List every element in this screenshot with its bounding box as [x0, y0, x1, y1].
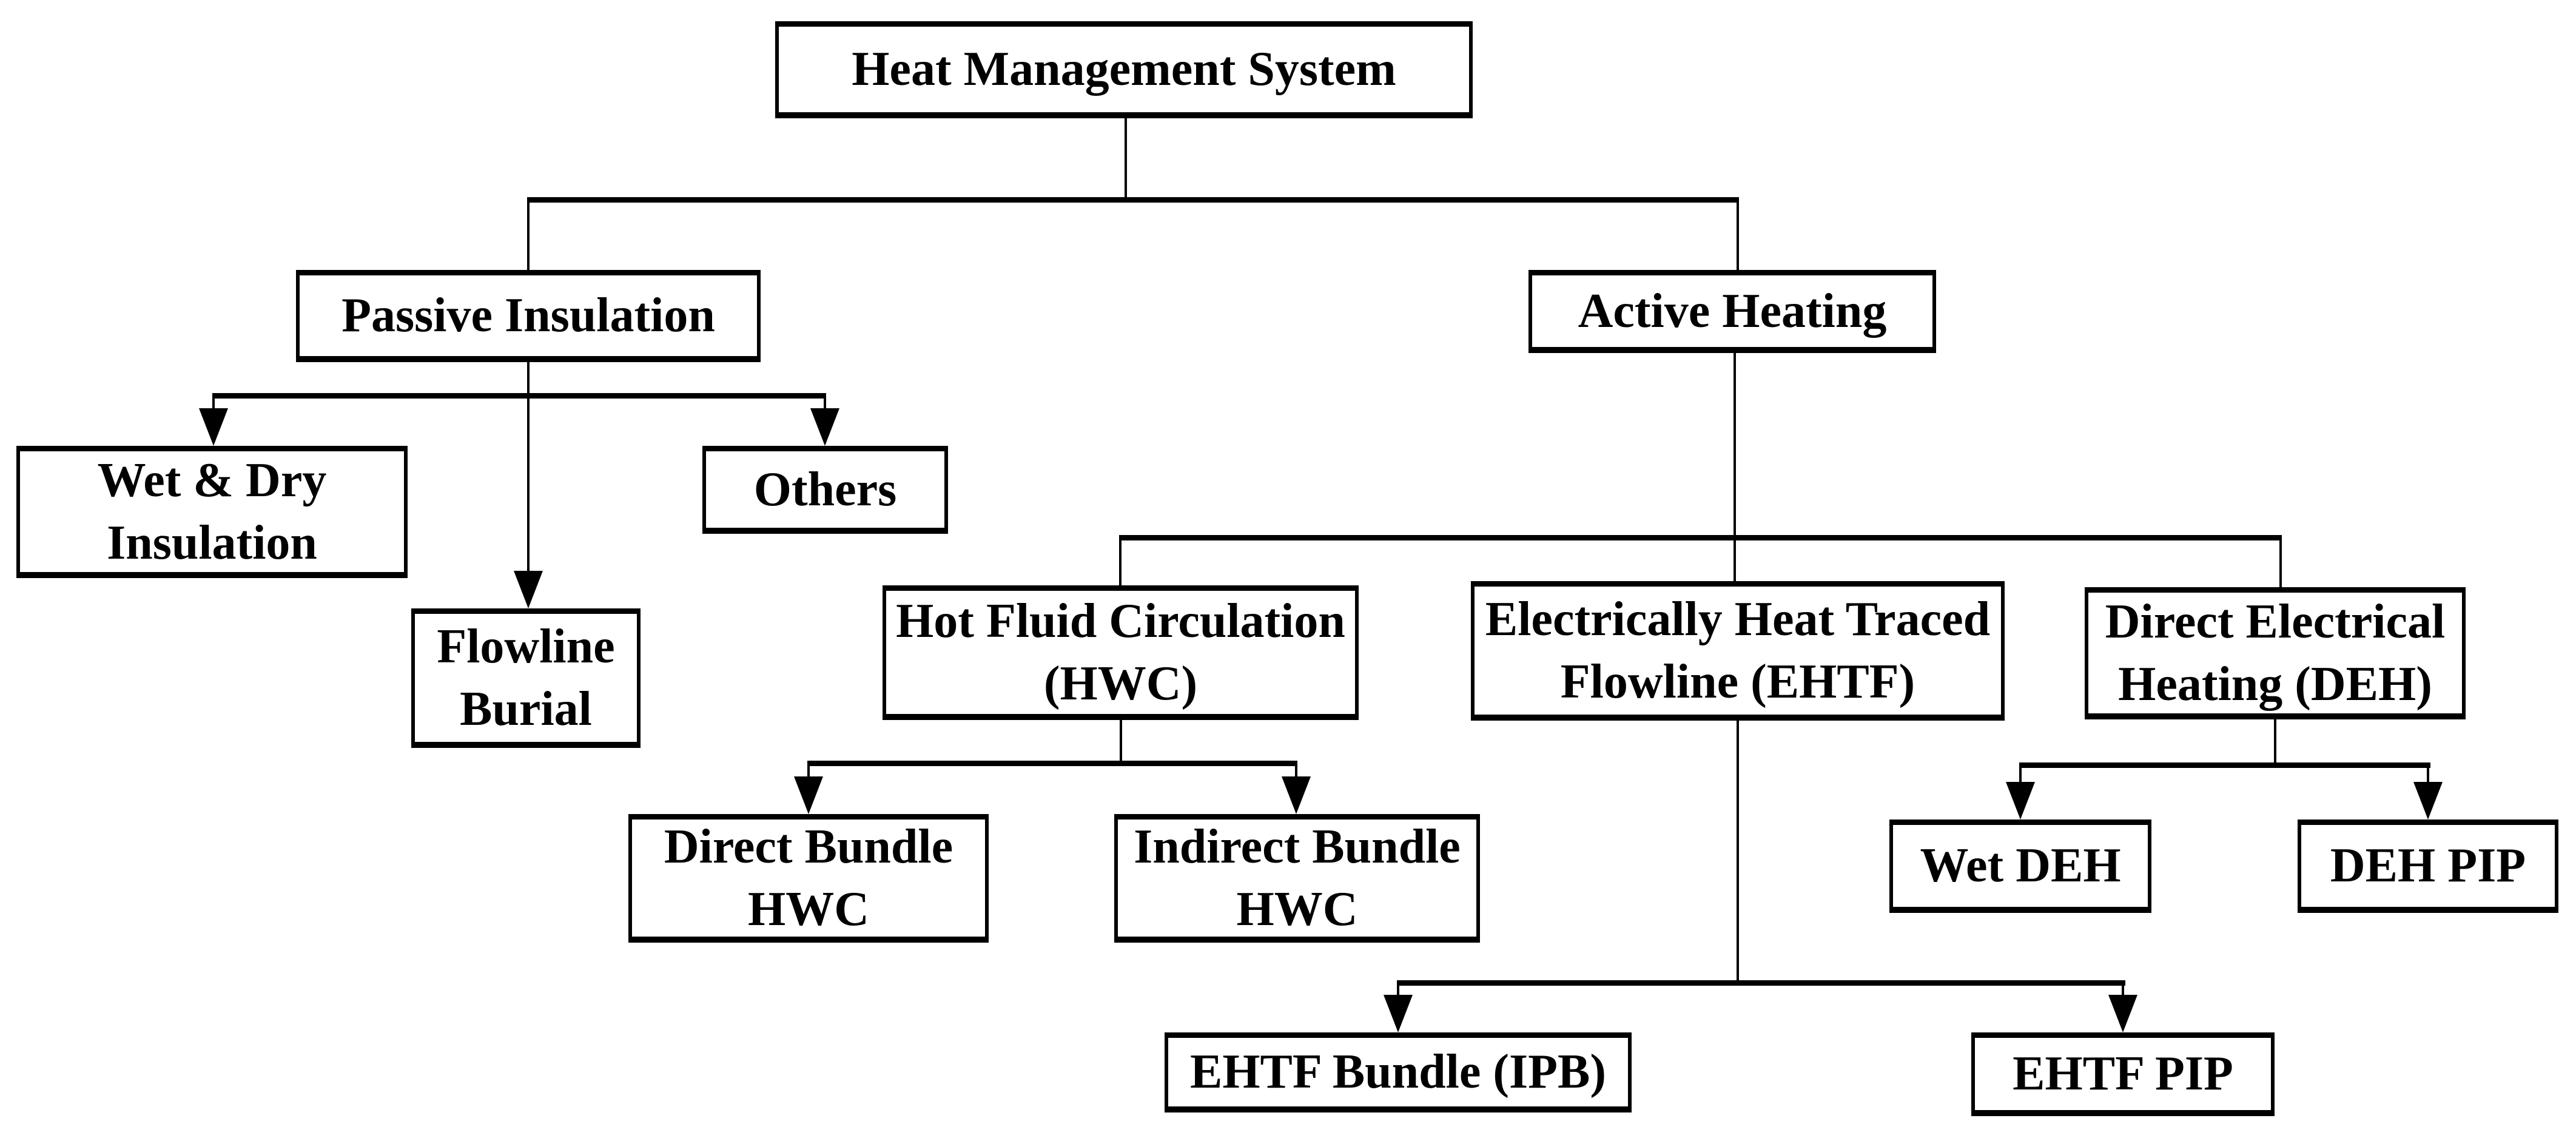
connector-active-trunk [1734, 353, 1736, 538]
node-direct-bundle-hwc: Direct Bundle HWC [628, 814, 989, 943]
arrowhead-ehtf-pip [2108, 995, 2137, 1032]
node-hot-fluid-circulation-hwc: Hot Fluid Circulation (HWC) [883, 585, 1359, 720]
arrowhead-direct-bundle [794, 776, 823, 814]
connector-hwc-trunk [1120, 720, 1122, 762]
connector-to-deh [2279, 535, 2282, 587]
connector-to-direct-bundle [807, 761, 810, 779]
node-others: Others [702, 446, 948, 534]
connector-deh-horizontal [2020, 762, 2430, 768]
connector-deh-trunk [2274, 719, 2276, 765]
connector-level1-horizontal [528, 197, 1739, 203]
connector-ehtf-horizontal [1398, 980, 2125, 986]
node-heat-management-system: Heat Management System [775, 21, 1473, 118]
connector-active-horizontal [1119, 535, 2282, 540]
arrowhead-wet-deh [2006, 782, 2035, 820]
connector-to-ehtf-pip [2122, 980, 2124, 997]
node-ehtf-bundle-ipb: EHTF Bundle (IPB) [1165, 1032, 1632, 1112]
connector-passive-trunk [527, 362, 530, 395]
node-passive-insulation: Passive Insulation [296, 270, 761, 362]
node-deh-pip: DEH PIP [2298, 820, 2558, 913]
arrowhead-ehtf-bundle [1384, 995, 1413, 1032]
arrowhead-indirect-bundle [1282, 776, 1311, 814]
connector-to-wetdry [212, 393, 215, 412]
connector-to-ehtf-bundle [1397, 980, 1399, 997]
connector-ehtf-trunk [1737, 721, 1739, 983]
node-active-heating: Active Heating [1528, 270, 1936, 353]
connector-to-others [824, 393, 826, 412]
connector-to-ehtf [1734, 535, 1736, 581]
connector-to-indirect-bundle [1295, 761, 1297, 779]
node-wet-and-dry-insulation: Wet & Dry Insulation [16, 446, 408, 578]
arrowhead-flowline [514, 571, 543, 608]
connector-to-hwc [1119, 535, 1122, 585]
connector-to-flowline [527, 393, 530, 575]
connector-hwc-horizontal [807, 761, 1297, 766]
node-wet-deh: Wet DEH [1889, 820, 2151, 913]
connector-to-deh-pip [2427, 762, 2429, 784]
connector-to-active [1737, 197, 1739, 270]
arrowhead-deh-pip [2413, 782, 2443, 820]
arrowhead-wetdry [199, 408, 228, 446]
node-flowline-burial: Flowline Burial [411, 608, 641, 748]
connector-to-wet-deh [2019, 762, 2022, 784]
arrowhead-others [810, 408, 839, 446]
node-electrically-heat-traced-ehtf: Electrically Heat Traced Flowline (EHTF) [1471, 581, 2005, 721]
node-direct-electrical-heating-deh: Direct Electrical Heating (DEH) [2085, 587, 2466, 719]
connector-passive-horizontal [212, 393, 826, 399]
node-indirect-bundle-hwc: Indirect Bundle HWC [1114, 814, 1480, 943]
connector-to-passive [527, 197, 530, 270]
connector-hms-trunk [1125, 118, 1127, 200]
node-ehtf-pip: EHTF PIP [1971, 1032, 2275, 1116]
